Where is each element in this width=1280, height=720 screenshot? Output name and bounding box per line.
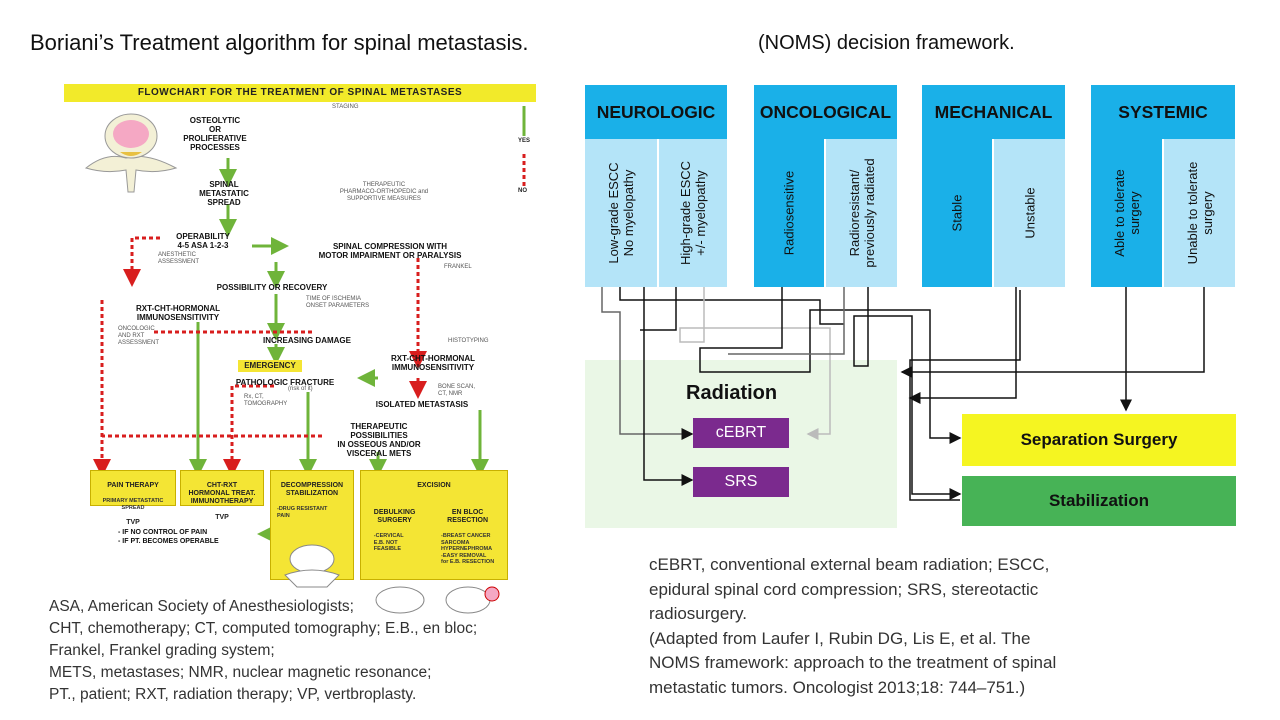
note-rx-ct: Rx, CT, TOMOGRAPHY (244, 394, 288, 407)
node-operability: OPERABILITY 4-5 ASA 1-2-3 (176, 232, 230, 250)
option-low-grade-escc: Low-grade ESCC No myelopathy (585, 139, 657, 287)
node-spinal-compression: SPINAL COMPRESSION WITH MOTOR IMPAIRMENT… (318, 242, 462, 260)
category-oncological: ONCOLOGICAL Radiosensitive Radioresistan… (754, 85, 897, 287)
cht-rxt-tvp: TVP (215, 514, 229, 521)
decompression-label: DECOMPRESSION STABILIZATION (280, 482, 344, 497)
left-abbr-line: PT., patient; RXT, radiation therapy; VP… (49, 686, 417, 703)
pain-therapy-sub: PRIMARY METASTATIC SPREAD (102, 498, 164, 511)
note-staging: STAGING (332, 104, 359, 110)
pain-therapy-tvp: TVP (126, 519, 140, 526)
noms-connector-lines (601, 287, 1205, 501)
debulking-label: DEBULKING SURGERY (373, 509, 416, 524)
right-abbr-line: metastatic tumors. Oncologist 2013;18: 7… (649, 677, 1026, 697)
left-abbr-line: ASA, American Society of Anesthesiologis… (49, 598, 354, 615)
node-pathologic-fracture: PATHOLOGIC FRACTURE (235, 378, 335, 387)
box-excision: EXCISION DEBULKING SURGERY -CERVICAL E.B… (360, 470, 508, 613)
right-abbr-line: radiosurgery. (649, 604, 747, 623)
stabilization-box: Stabilization (962, 476, 1236, 526)
radiation-title: Radiation (686, 382, 778, 404)
right-title: (NOMS) decision framework. (758, 32, 1015, 54)
vertebra-image (84, 113, 178, 193)
option-radiosensitive: Radiosensitive (754, 139, 824, 287)
category-header: SYSTEMIC (1091, 85, 1235, 139)
node-isolated: ISOLATED METASTASIS (375, 400, 469, 409)
srs-box: SRS (693, 467, 789, 497)
right-abbreviations: cEBRT, conventional external beam radiat… (649, 553, 1209, 700)
legend-no: NO (518, 188, 527, 194)
box-decompression: DECOMPRESSION STABILIZATION -DRUG RESIST… (270, 470, 354, 588)
note-anesthetic: ANESTHETIC ASSESSMENT (158, 252, 200, 265)
category-header: ONCOLOGICAL (754, 85, 897, 139)
note-histotyping: HISTOTYPING (448, 338, 489, 344)
flowchart-arrows (93, 106, 526, 543)
footer-notes: - IF NO CONTROL OF PAIN - IF PT. BECOMES… (118, 529, 219, 545)
note-bone-scan: BONE SCAN, CT, NMR (438, 384, 476, 397)
en-bloc-label: EN BLOC RESECTION (447, 509, 489, 524)
boriani-flowchart: FLOWCHART FOR THE TREATMENT OF SPINAL ME… (62, 82, 540, 613)
note-therapeutic-measures: THERAPEUTIC PHARMACO-ORTHOPEDIC and SUPP… (339, 182, 429, 202)
pain-therapy-label: PAIN THERAPY (107, 482, 159, 489)
category-mechanical: MECHANICAL Stable Unstable (922, 85, 1065, 287)
cebrt-box: cEBRT (693, 418, 789, 448)
excision-vertebra-image (375, 586, 500, 613)
option-able-tolerate: Able to tolerate surgery (1091, 139, 1162, 287)
decompression-sub: -DRUG RESISTANT PAIN (277, 506, 328, 519)
legend-yes: YES (518, 138, 531, 144)
node-therapeutic-possibilities: THERAPEUTIC POSSIBILITIES IN OSSEOUS AND… (337, 422, 421, 458)
node-rxt-left: RXT-CHT-HORMONAL IMMUNOSENSITIVITY (136, 304, 220, 322)
option-high-grade-escc: High-grade ESCC +/- myelopathy (659, 139, 727, 287)
left-abbr-line: METS, metastases; NMR, nuclear magnetic … (49, 664, 432, 681)
note-frankel: FRANKEL (444, 264, 472, 270)
left-abbr-line: CHT, chemotherapy; CT, computed tomograp… (49, 620, 478, 637)
right-abbr-line: NOMS framework: approach to the treatmen… (649, 653, 1057, 672)
decompression-vertebra-image (284, 544, 340, 588)
option-unable-tolerate: Unable to tolerate surgery (1164, 139, 1235, 287)
note-risk: (risk of it) (288, 386, 313, 392)
node-increasing-damage: INCREASING DAMAGE (262, 336, 351, 345)
node-spinal-spread: SPINAL METASTATIC SPREAD (199, 180, 249, 207)
cht-rxt-label: CHT-RXT HORMONAL TREAT. IMMUNOTHERAPY (188, 482, 256, 505)
separation-surgery-box: Separation Surgery (962, 414, 1236, 466)
left-abbr-line: Frankel, Frankel grading system; (49, 642, 275, 659)
note-ischemia: TIME OF ISCHEMIA ONSET PARAMETERS (306, 296, 370, 309)
right-abbr-line: epidural spinal cord compression; SRS, s… (649, 579, 1039, 599)
node-possibility: POSSIBILITY OR RECOVERY (216, 283, 328, 292)
en-bloc-sub: -BREAST CANCER SARCOMA HYPERNEPHROMA -EA… (441, 533, 495, 565)
node-emergency: EMERGENCY (238, 360, 302, 372)
note-oncologic: ONCOLOGIC AND RXT ASSESSMENT (118, 326, 160, 346)
option-unstable: Unstable (994, 139, 1065, 287)
option-radioresistant: Radioresistant/ previously radiated (826, 139, 897, 287)
debulking-sub: -CERVICAL E.B. NOT FEASIBLE (373, 533, 404, 552)
node-osteolytic: OSTEOLYTIC OR PROLIFERATIVE PROCESSES (183, 116, 247, 152)
category-header: NEUROLOGIC (585, 85, 727, 139)
category-header: MECHANICAL (922, 85, 1065, 139)
node-rxt-right: RXT-CHT-HORMONAL IMMUNOSENSITIVITY (391, 354, 475, 372)
category-neurologic: NEUROLOGIC Low-grade ESCC No myelopathy … (585, 85, 727, 287)
noms-framework: NEUROLOGIC Low-grade ESCC No myelopathy … (580, 80, 1250, 540)
category-systemic: SYSTEMIC Able to tolerate surgery Unable… (1091, 85, 1235, 287)
box-pain-therapy: PAIN THERAPY PRIMARY METASTATIC SPREAD T… (90, 470, 176, 526)
right-abbr-line: cEBRT, conventional external beam radiat… (649, 555, 1050, 574)
option-stable: Stable (922, 139, 992, 287)
right-abbr-line: (Adapted from Laufer I, Rubin DG, Lis E,… (649, 628, 1031, 648)
left-abbreviations: ASA, American Society of Anesthesiologis… (49, 596, 559, 706)
left-title: Boriani’s Treatment algorithm for spinal… (30, 30, 529, 55)
box-cht-rxt: CHT-RXT HORMONAL TREAT. IMMUNOTHERAPY TV… (180, 470, 264, 521)
flowchart-banner: FLOWCHART FOR THE TREATMENT OF SPINAL ME… (64, 84, 536, 102)
excision-label: EXCISION (417, 482, 451, 489)
